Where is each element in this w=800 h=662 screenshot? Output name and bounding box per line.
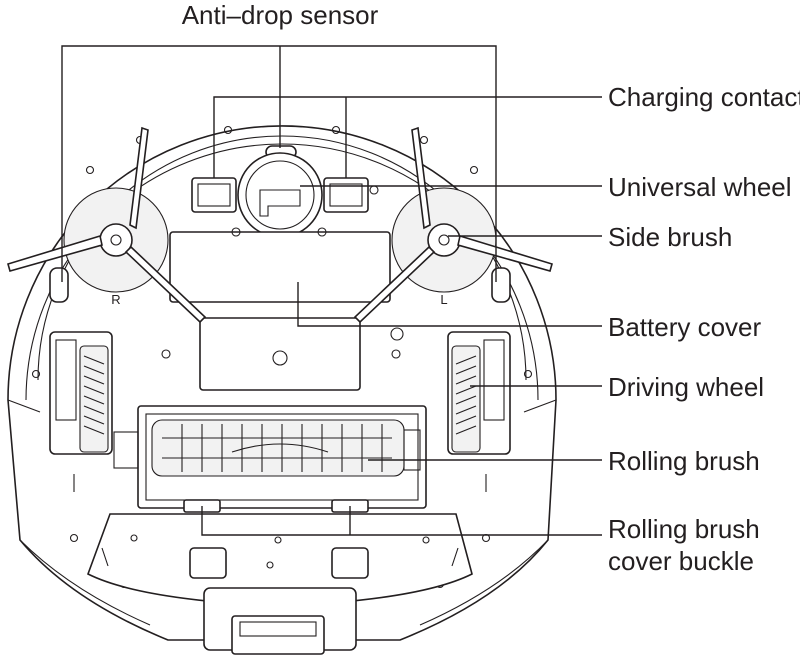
anti-drop-sensor-right	[491, 267, 511, 303]
label-rolling-brush-cover-buckle-1: Rolling brush	[608, 514, 760, 544]
label-driving-wheel: Driving wheel	[608, 372, 764, 402]
battery-cover	[169, 231, 391, 303]
universal-wheel	[237, 152, 323, 238]
lower-rim	[7, 399, 557, 626]
leader-buckle	[201, 506, 602, 536]
bumper-screws	[31, 125, 533, 589]
label-universal-wheel: Universal wheel	[608, 172, 792, 202]
anti-drop-sensor-left	[49, 267, 69, 303]
side-brush-l-mark: L	[440, 292, 447, 307]
label-side-brush: Side brush	[608, 222, 732, 252]
label-rolling-brush-cover-buckle-2: cover buckle	[608, 546, 754, 576]
rear-slot-left	[189, 547, 227, 579]
label-anti-drop-sensor: Anti–drop sensor	[182, 0, 379, 30]
driving-wheel-left	[49, 331, 113, 455]
bumper-inner-edge	[37, 135, 527, 381]
side-brush-right	[7, 126, 207, 324]
robot-body	[7, 125, 557, 655]
label-battery-cover: Battery cover	[608, 312, 762, 342]
side-brush-left	[353, 126, 553, 324]
leader-lines	[61, 45, 602, 536]
rear-slot-right	[331, 547, 369, 579]
leader-battery	[297, 282, 602, 327]
center-plate	[199, 317, 361, 391]
driving-wheel-right	[447, 331, 511, 455]
charging-contact-right	[323, 177, 369, 213]
charging-contact-left	[191, 177, 237, 213]
rolling-brush	[113, 405, 427, 509]
leader-charging	[213, 96, 602, 178]
side-brush-r-mark: R	[111, 292, 120, 307]
label-rolling-brush: Rolling brush	[608, 446, 760, 476]
label-charging-contact: Charging contact	[608, 82, 800, 112]
